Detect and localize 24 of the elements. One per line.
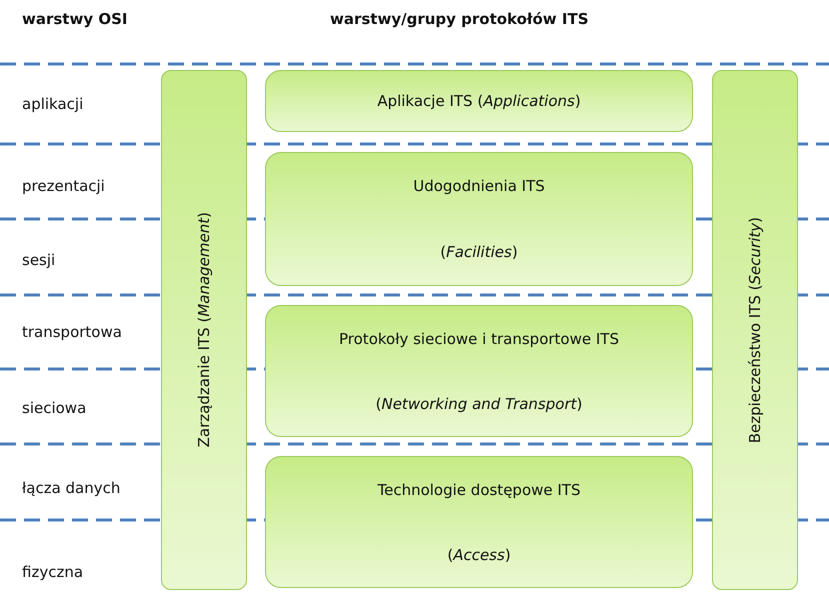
layer-box bbox=[265, 152, 693, 286]
band-label: Bezpieczeństwo ITS (Security) bbox=[746, 216, 764, 444]
vertical-band bbox=[161, 70, 247, 590]
osi-layer-label: łącza danych bbox=[22, 479, 120, 497]
box-label: (Access) bbox=[447, 546, 511, 564]
layer-box bbox=[265, 456, 693, 588]
osi-layer-label: sesji bbox=[22, 251, 56, 269]
box-label: Aplikacje ITS (Applications) bbox=[377, 92, 581, 110]
column-header: warstwy OSI bbox=[22, 10, 128, 28]
box-label: (Facilities) bbox=[440, 243, 518, 261]
box-label: Protokoły sieciowe i transportowe ITS bbox=[339, 330, 619, 348]
layer-box bbox=[265, 70, 693, 132]
osi-layer-label: aplikacji bbox=[22, 95, 84, 113]
vertical-band bbox=[712, 70, 798, 590]
layer-box bbox=[265, 305, 693, 437]
box-label: Udogodnienia ITS bbox=[413, 177, 545, 195]
column-header: warstwy/grupy protokołów ITS bbox=[330, 10, 589, 28]
box-label: (Networking and Transport) bbox=[376, 394, 582, 412]
box-label: Technologie dostępowe ITS bbox=[377, 480, 580, 498]
band-label: Zarządzanie ITS (Management) bbox=[195, 212, 213, 448]
osi-layer-label: transportowa bbox=[22, 323, 122, 341]
osi-layer-label: sieciowa bbox=[22, 399, 86, 417]
osi-layer-label: fizyczna bbox=[22, 563, 84, 581]
osi-layer-label: prezentacji bbox=[22, 177, 105, 195]
